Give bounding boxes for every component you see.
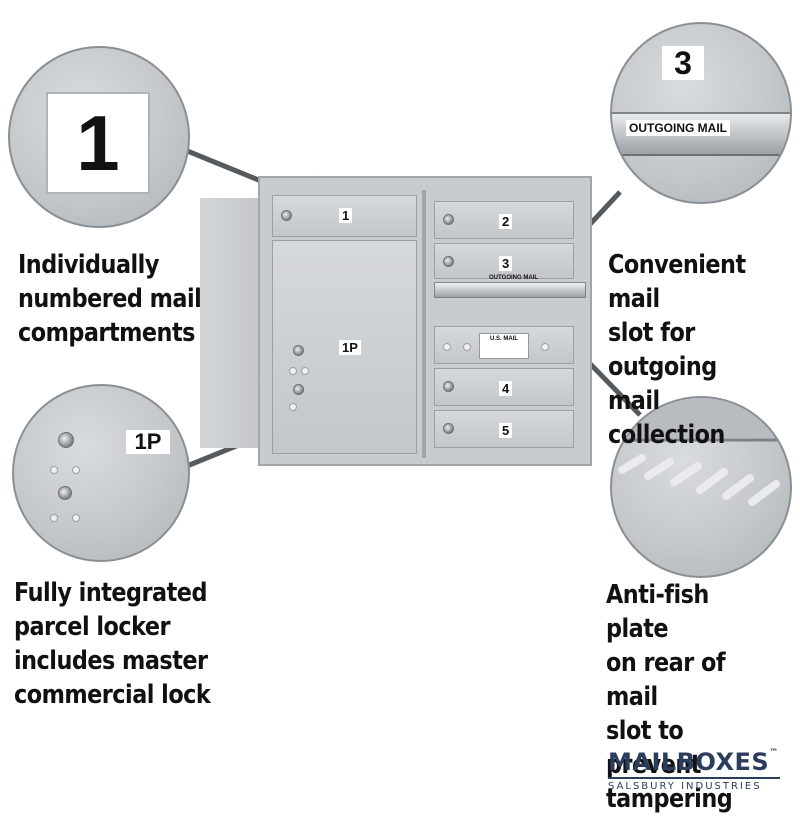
caption-line: includes master xyxy=(14,646,208,676)
caption-line: Individually xyxy=(18,250,159,280)
outgoing-mail-slot[interactable]: OUTGOING MAIL xyxy=(434,275,586,298)
mailbox-unit: 1 1P 2 3 OUTGOING MAIL U.S. MAIL 4 xyxy=(200,176,595,466)
brand-name: MAILBOXES xyxy=(608,748,770,776)
brand-logo: MAILBOXES™ SALSBURY INDUSTRIES xyxy=(608,748,788,792)
lock-icon xyxy=(281,210,292,221)
usmail-panel: U.S. MAIL xyxy=(434,326,574,364)
zoom-parcel-label: 1P xyxy=(126,430,170,454)
dot xyxy=(50,466,58,474)
usmail-text: U.S. MAIL xyxy=(490,336,518,342)
outgoing-slot-label: OUTGOING MAIL xyxy=(489,275,538,281)
lock-icon xyxy=(58,486,72,500)
center-divider xyxy=(422,190,426,458)
lock-icon xyxy=(443,214,454,225)
caption-line: numbered mail xyxy=(18,284,202,314)
caption-line: Fully integrated xyxy=(14,578,207,608)
usmail-label: U.S. MAIL xyxy=(479,333,529,359)
door-5[interactable]: 5 xyxy=(434,410,574,448)
dot xyxy=(50,514,58,522)
door-1[interactable]: 1 xyxy=(272,195,417,237)
zoom-circle-outgoing: 3 OUTGOING MAIL xyxy=(610,22,792,204)
caption-compartments: Individually numbered mail compartments xyxy=(18,248,202,350)
caption-parcel: Fully integrated parcel locker includes ma… xyxy=(14,576,211,712)
lock-icon xyxy=(443,423,454,434)
dot xyxy=(541,343,549,351)
lock-icon xyxy=(443,381,454,392)
caption-line: slot for outgoing xyxy=(608,318,717,382)
door-label: 1P xyxy=(339,340,361,355)
zoom-outgoing-label: OUTGOING MAIL xyxy=(626,120,730,136)
caption-line: mail collection xyxy=(608,386,725,450)
lock-icon xyxy=(293,384,304,395)
door-label: 1 xyxy=(339,208,353,223)
caption-line: slot to prevent xyxy=(606,716,701,780)
door-4[interactable]: 4 xyxy=(434,368,574,406)
caption-line: parcel locker xyxy=(14,612,171,642)
zoom-circle-parcel: 1P xyxy=(12,384,190,562)
door-3[interactable]: 3 xyxy=(434,243,574,279)
caption-line: compartments xyxy=(18,318,195,348)
mailbox-side xyxy=(200,198,258,448)
dot xyxy=(463,343,471,351)
brand-sub: SALSBURY INDUSTRIES xyxy=(608,781,762,792)
brand-underline xyxy=(608,777,780,779)
dot xyxy=(289,367,297,375)
door-label: 4 xyxy=(499,381,513,396)
caption-line: Anti-fish plate xyxy=(606,580,709,644)
lock-icon xyxy=(443,256,454,267)
caption-line: commercial lock xyxy=(14,680,211,710)
zoom-number-3: 3 xyxy=(662,46,704,80)
zoom-circle-antifish xyxy=(610,396,792,578)
brand-tm: ™ xyxy=(769,748,779,758)
lock-icon xyxy=(293,345,304,356)
zoom-number-tag: 1 xyxy=(46,92,150,194)
dot xyxy=(289,403,297,411)
door-label: 5 xyxy=(499,423,513,438)
door-label: 3 xyxy=(499,256,513,271)
zoom-circle-number: 1 xyxy=(8,46,190,228)
caption-line: Convenient mail xyxy=(608,250,746,314)
door-2[interactable]: 2 xyxy=(434,201,574,239)
dot xyxy=(443,343,451,351)
lock-icon xyxy=(58,432,74,448)
antifish-plate-graphic xyxy=(612,398,790,506)
dot xyxy=(301,367,309,375)
dot xyxy=(72,466,80,474)
door-label: 2 xyxy=(499,214,513,229)
caption-line: on rear of mail xyxy=(606,648,726,712)
door-parcel-1p[interactable]: 1P xyxy=(272,240,417,454)
dot xyxy=(72,514,80,522)
